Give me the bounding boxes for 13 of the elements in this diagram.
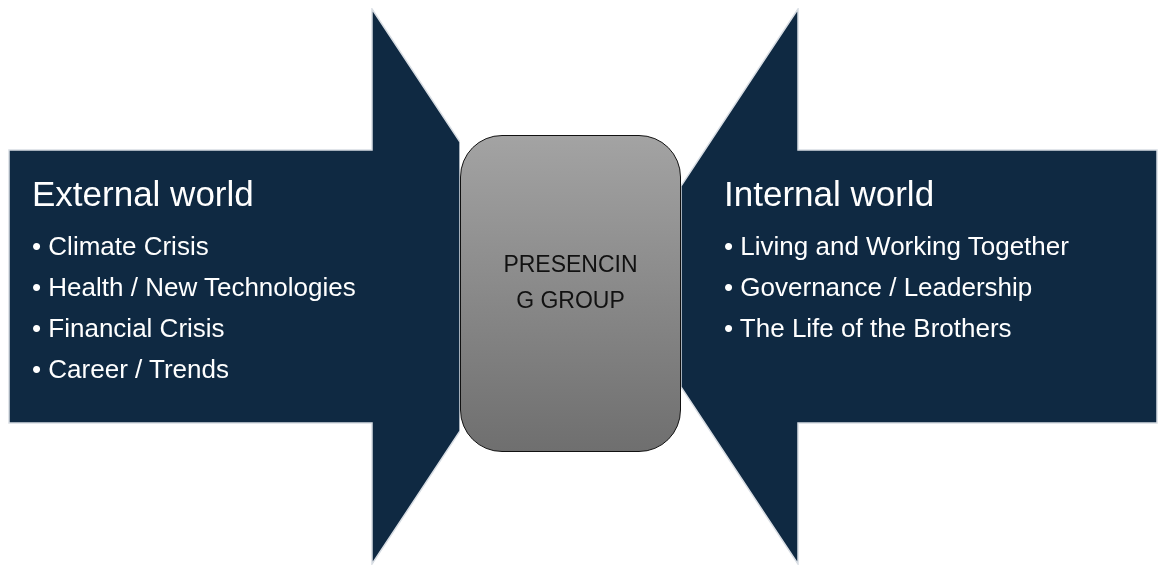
bullet-item: • Climate Crisis <box>32 230 210 263</box>
heading: External world <box>32 174 255 214</box>
arrow-shape <box>8 8 460 565</box>
rounded-box <box>460 135 681 452</box>
bullet-item: • Health / New Technologies <box>32 271 356 304</box>
box-label: PRESENCIN G GROUP <box>502 250 639 315</box>
arrow-shape <box>681 8 1158 565</box>
bullet-item: • Living and Working Together <box>724 230 1069 263</box>
heading: Internal world <box>724 174 936 214</box>
bullet-item: • The Life of the Brothers <box>724 312 1013 345</box>
bullet-item: • Financial Crisis <box>32 312 226 345</box>
bullet-item: • Governance / Leadership <box>724 271 1034 304</box>
bullet-item: • Career / Trends <box>32 353 230 386</box>
